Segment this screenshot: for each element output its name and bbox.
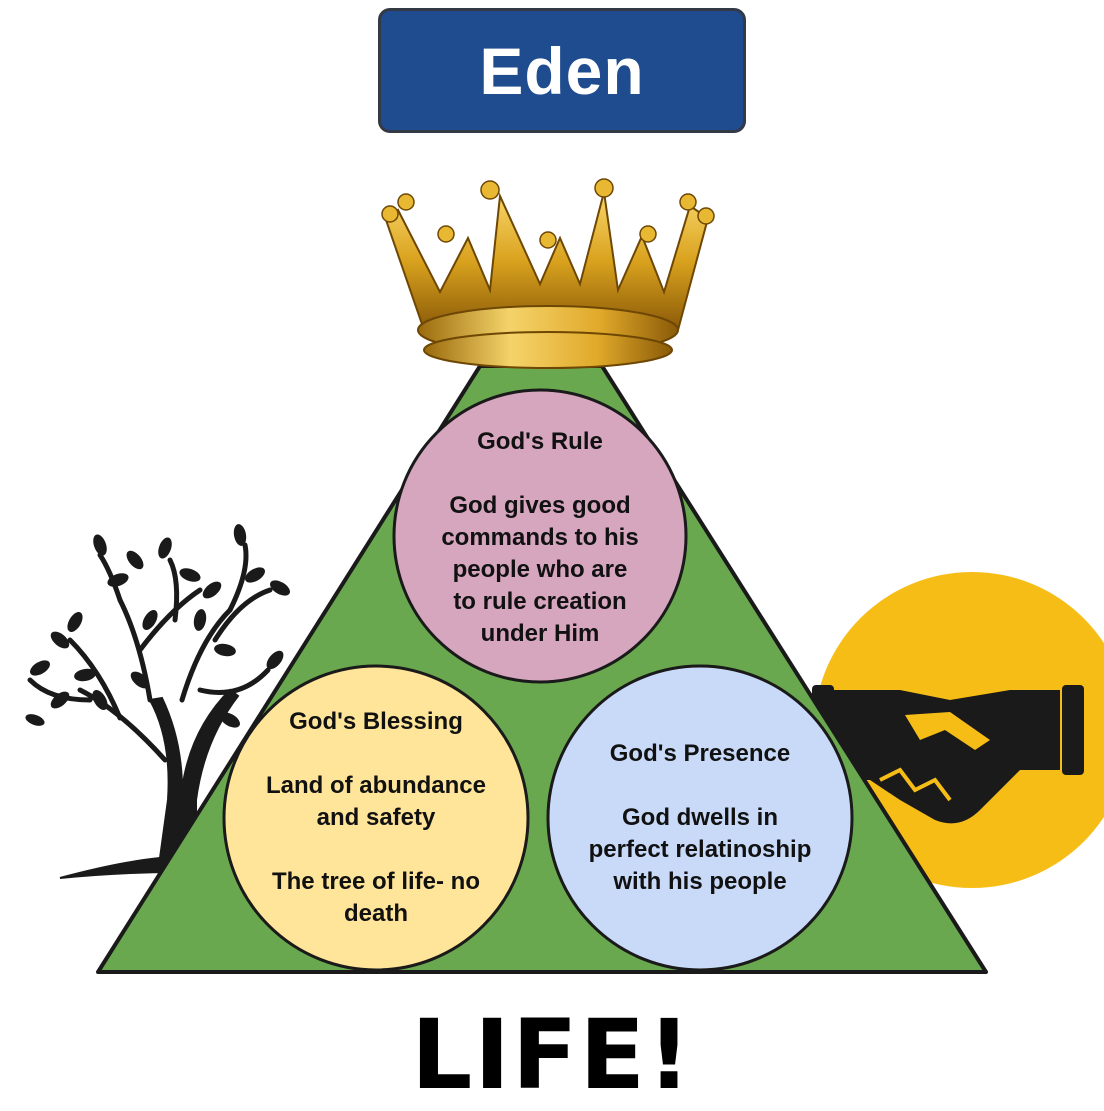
footer-life-text: LIFE! [411, 999, 693, 1111]
gods-rule-line: under Him [480, 620, 600, 647]
gods-presence-heading: God's Presence [609, 740, 791, 767]
handshake-icon [812, 572, 1104, 888]
title-box: Eden [378, 8, 746, 133]
gods-rule-line: God gives good [449, 492, 631, 519]
gods-presence-line: perfect relatinoship [588, 836, 812, 863]
gods-rule-heading: God's Rule [477, 428, 603, 455]
gods-rule-circle [392, 388, 688, 684]
gods-blessing-line: death [343, 900, 408, 927]
gods-rule-text: God's Rule God gives good commands to hi… [404, 426, 676, 650]
gods-rule-line: commands to his [441, 524, 639, 551]
gods-blessing-text: God's Blessing Land of abundance and saf… [232, 706, 520, 930]
crown-icon [381, 178, 715, 369]
gods-presence-line: God dwells in [621, 804, 778, 831]
gods-presence-circle [546, 664, 854, 972]
gods-blessing-line: The tree of life- no [271, 868, 480, 895]
tree-icon [25, 524, 290, 881]
gods-presence-line: with his people [613, 868, 787, 895]
title: Eden [479, 33, 645, 108]
gods-blessing-line: and safety [316, 804, 436, 831]
gods-presence-text: God's Presence God dwells in perfect rel… [552, 738, 848, 898]
gods-blessing-line: Land of abundance [265, 772, 486, 799]
gods-rule-line: people who are [452, 556, 628, 583]
gods-blessing-circle [222, 664, 530, 972]
gods-blessing-heading: God's Blessing [289, 708, 463, 735]
gods-rule-line: to rule creation [453, 588, 627, 615]
